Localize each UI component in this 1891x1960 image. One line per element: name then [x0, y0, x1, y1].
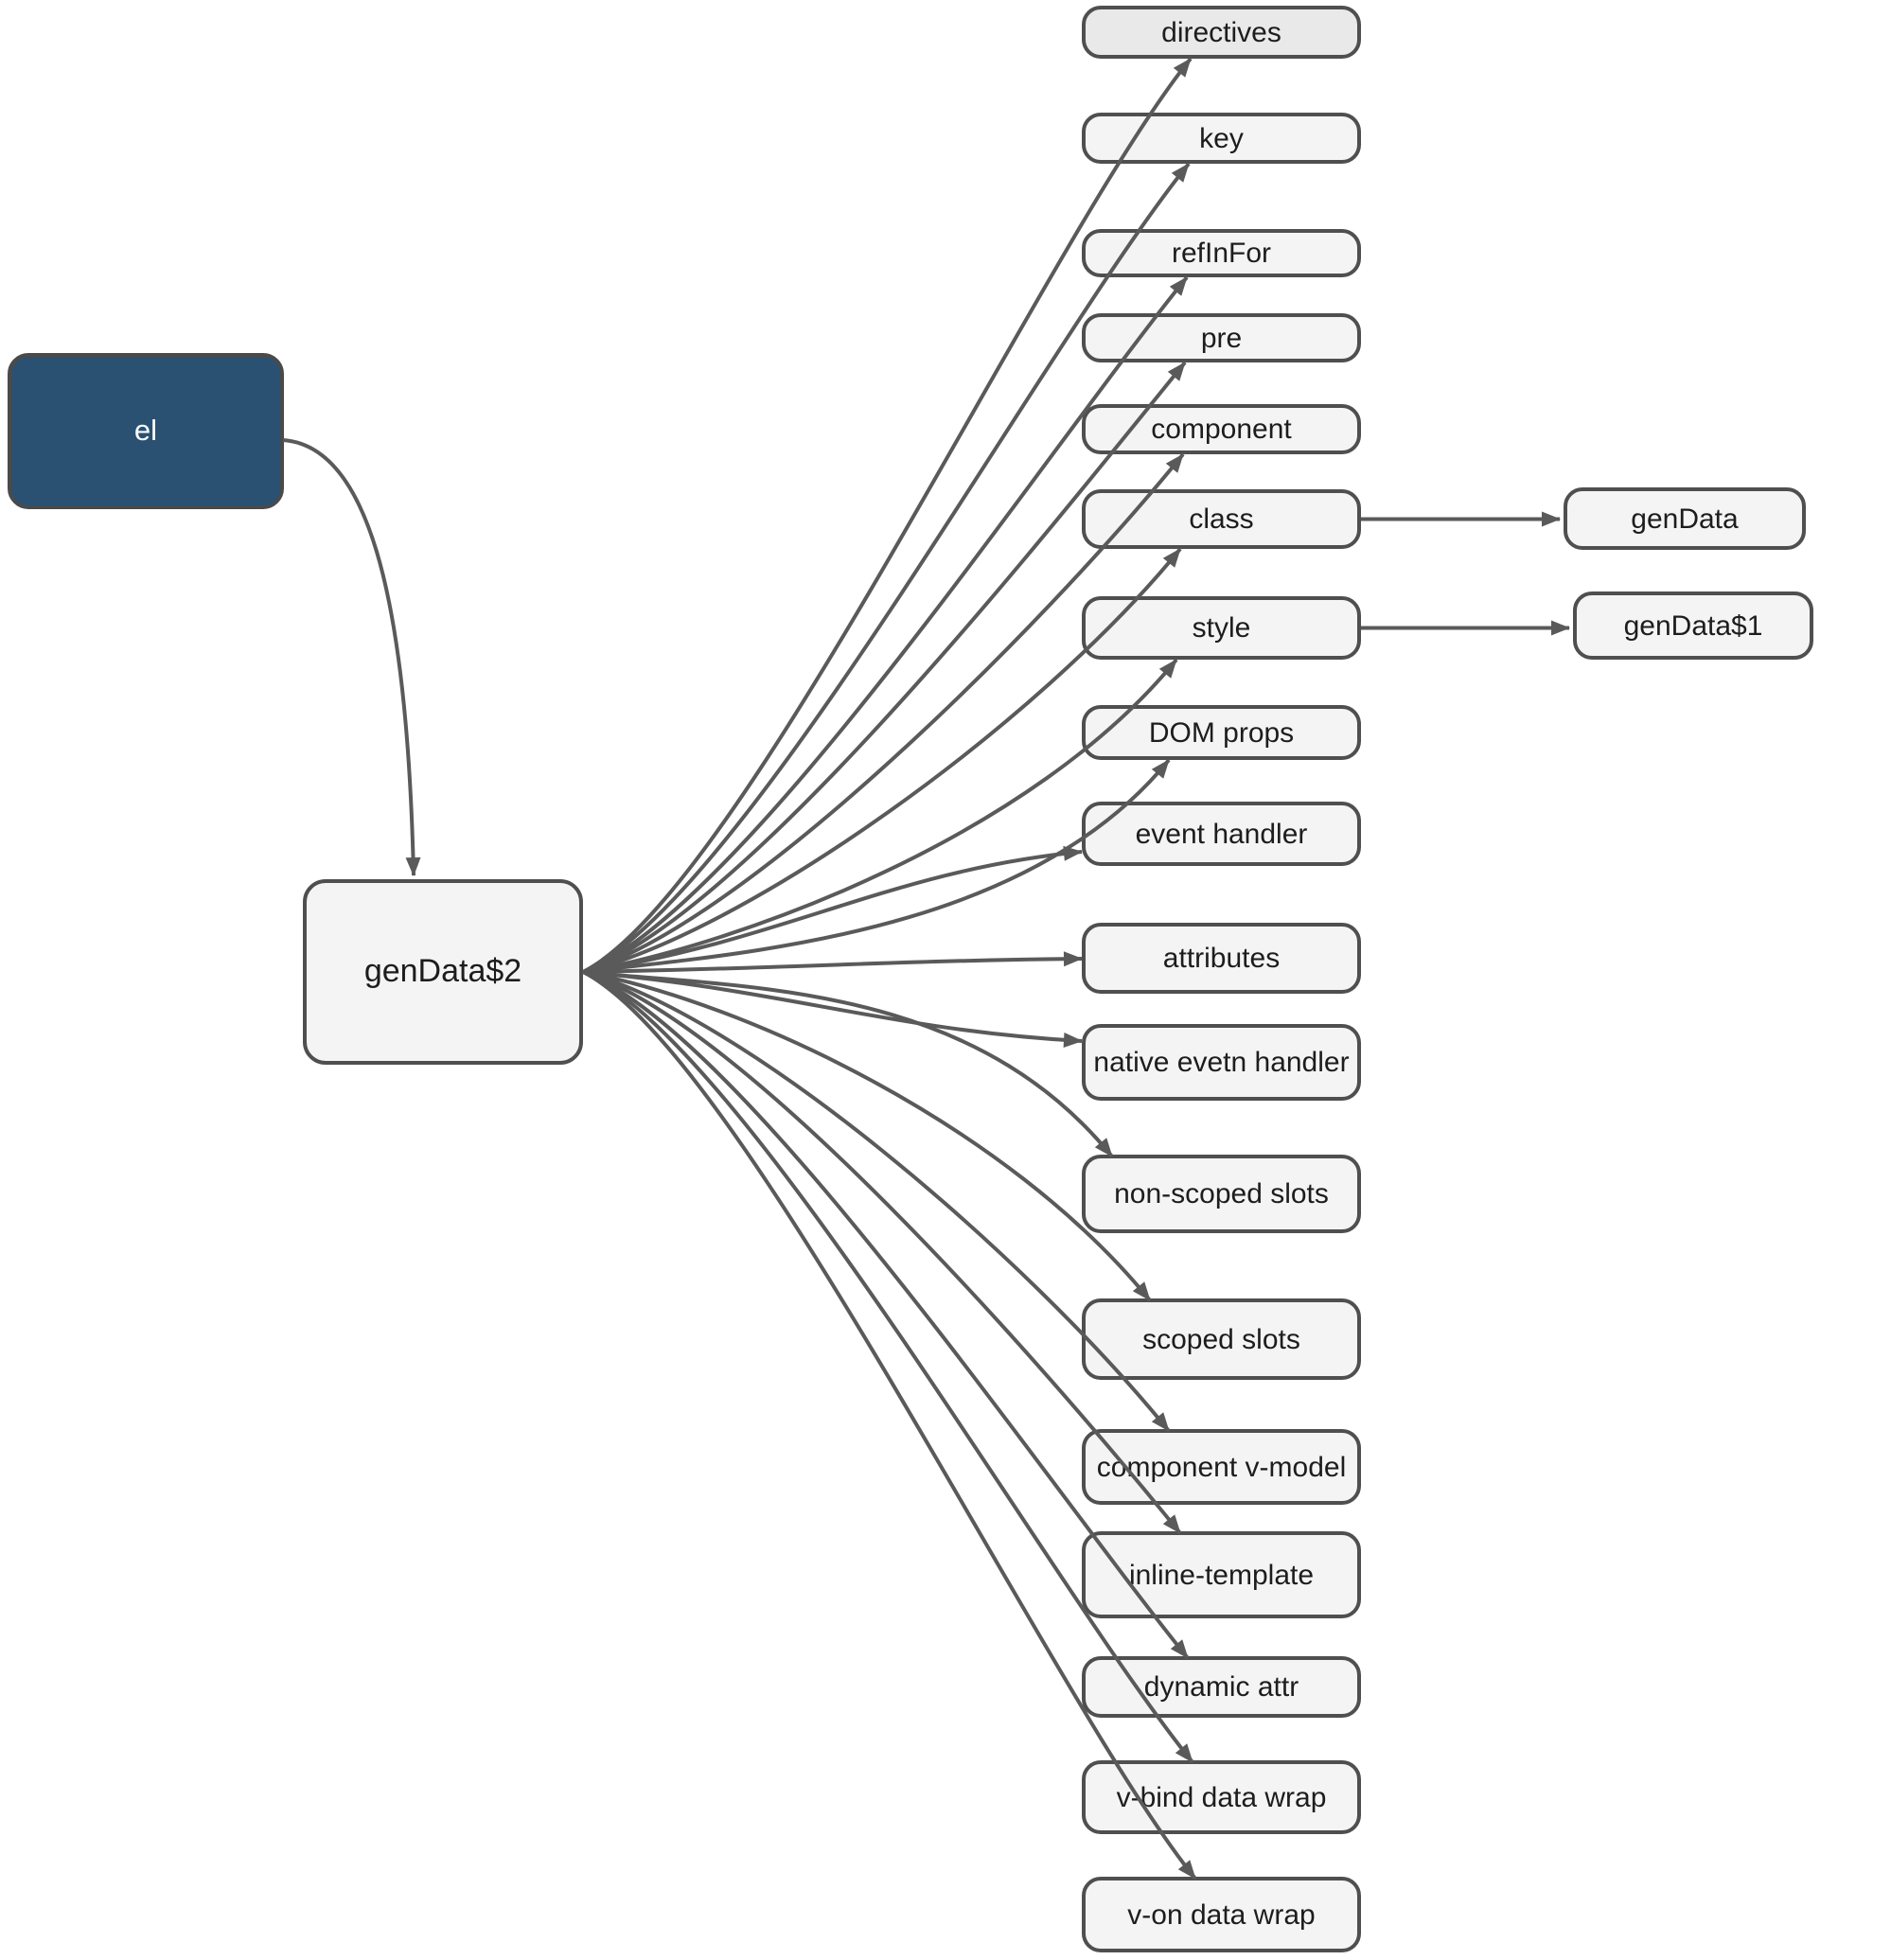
node-componentVModel: component v-model	[1082, 1429, 1361, 1505]
node-label: attributes	[1162, 943, 1281, 974]
node-attributes: attributes	[1082, 923, 1361, 994]
edge-el-genData2	[282, 438, 421, 876]
node-label: component	[1151, 414, 1292, 445]
node-class: class	[1082, 489, 1361, 549]
node-label: pre	[1200, 322, 1243, 354]
node-style: style	[1082, 596, 1361, 660]
node-refInFor: refInFor	[1082, 229, 1361, 277]
node-genData2: genData$2	[303, 879, 583, 1065]
node-label: DOM props	[1148, 716, 1295, 749]
node-label: v-bind data wrap	[1116, 1781, 1327, 1813]
node-label: dynamic attr	[1143, 1671, 1299, 1703]
node-key: key	[1082, 113, 1361, 164]
node-label: class	[1189, 503, 1254, 535]
node-vOnDataWrap: v-on data wrap	[1082, 1877, 1361, 1952]
node-label: component v-model	[1096, 1451, 1347, 1483]
node-nativeEvetnHandler: native evetn handler	[1082, 1024, 1361, 1101]
edge-genData2-nativeEvetnHandler	[582, 970, 1083, 1048]
node-label: genData$2	[363, 953, 522, 990]
node-label: genData	[1631, 503, 1739, 535]
edge-genData2-vOnDataWrap	[582, 970, 1197, 1881]
node-label: inline-template	[1128, 1559, 1315, 1591]
node-scopedSlots: scoped slots	[1082, 1298, 1361, 1380]
node-label: directives	[1161, 16, 1281, 48]
node-eventHandler: event handler	[1082, 802, 1361, 866]
edge-genData2-eventHandler	[582, 845, 1083, 974]
edge-genData2-attributes	[582, 951, 1083, 974]
node-label: v-on data wrap	[1127, 1898, 1316, 1931]
node-component: component	[1082, 404, 1361, 454]
node-label: el	[133, 414, 158, 448]
node-vBindDataWrap: v-bind data wrap	[1082, 1760, 1361, 1834]
node-genData1: genData$1	[1573, 592, 1813, 660]
node-label: style	[1192, 612, 1251, 644]
node-label: key	[1199, 122, 1244, 154]
edge-genData2-scopedSlots	[582, 970, 1152, 1302]
edge-genData2-nonScopedSlots	[582, 970, 1114, 1158]
node-directives: directives	[1082, 6, 1361, 59]
node-label: scoped slots	[1142, 1323, 1300, 1355]
node-label: genData$1	[1623, 609, 1763, 642]
node-label: event handler	[1135, 818, 1308, 850]
node-genData: genData	[1564, 487, 1806, 550]
node-label: native evetn handler	[1093, 1047, 1350, 1078]
node-domProps: DOM props	[1082, 705, 1361, 760]
edge-genData2-pre	[582, 361, 1187, 974]
node-dynamicAttr: dynamic attr	[1082, 1656, 1361, 1718]
node-label: non-scoped slots	[1114, 1178, 1329, 1210]
node-nonScopedSlots: non-scoped slots	[1082, 1155, 1361, 1233]
node-pre: pre	[1082, 313, 1361, 362]
node-el: el	[8, 353, 284, 509]
node-inlineTemplate: inline-template	[1082, 1531, 1361, 1618]
node-label: refInFor	[1171, 238, 1272, 269]
